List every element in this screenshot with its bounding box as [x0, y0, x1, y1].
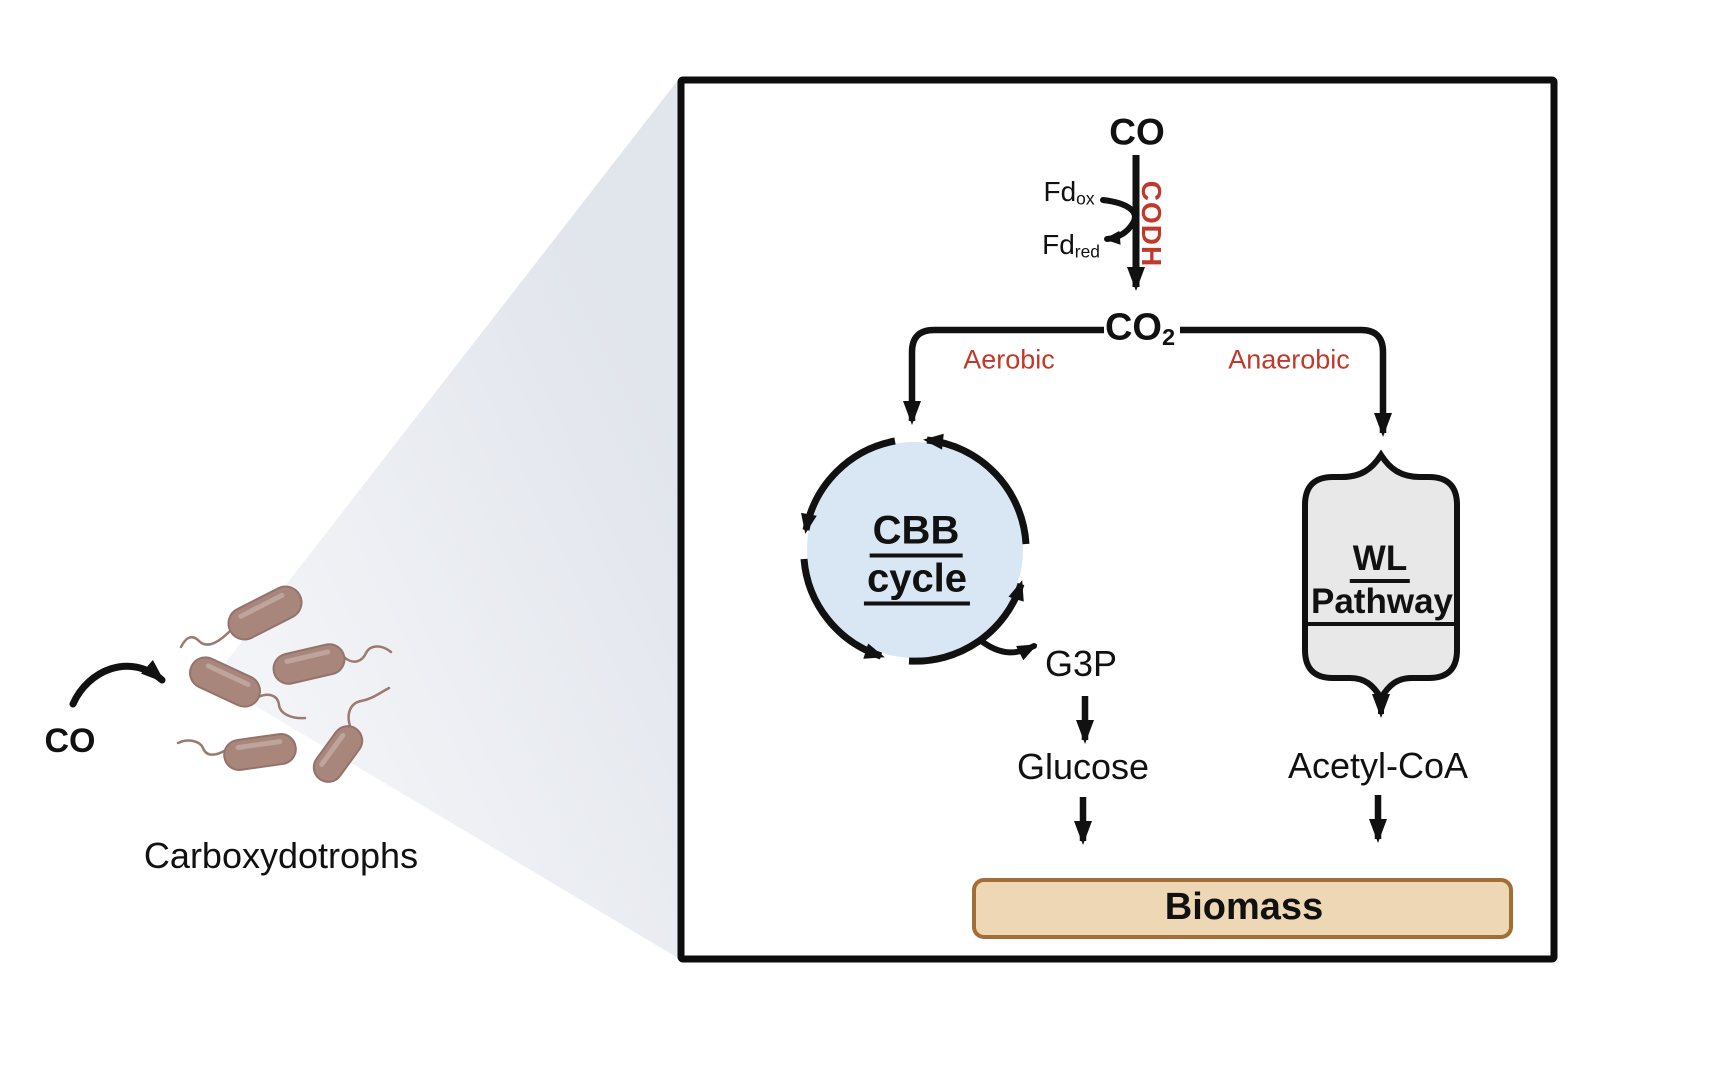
bacterium	[227, 585, 303, 641]
fd-ox-base: Fd	[1043, 175, 1077, 207]
panel-co-label: CO	[1109, 111, 1165, 153]
aerobic-branch-arrow	[903, 326, 1104, 425]
anaerobic-branch-arrow	[1180, 326, 1392, 437]
flagellum	[256, 693, 307, 720]
g3p-label: G3P	[1044, 643, 1118, 684]
wl-pathway-label-line2: Pathway	[1308, 584, 1456, 626]
fd-redox-arrow	[1100, 197, 1138, 245]
bacterium	[223, 733, 297, 771]
anaerobic-branch-label: Anaerobic	[1228, 344, 1350, 375]
fd-red-sub: red	[1074, 241, 1100, 262]
cbb-cycle-label-line1: CBB	[869, 511, 963, 558]
co2-base: CO	[1104, 306, 1162, 349]
co2-sub: 2	[1161, 323, 1176, 350]
bacteria-cluster	[176, 585, 393, 783]
cbb-to-g3p-arrow	[977, 637, 1038, 661]
zoom-beam	[212, 80, 678, 958]
flagellum	[342, 645, 393, 663]
bacterium	[272, 643, 346, 685]
cycle-arc	[923, 433, 1030, 545]
cbb-cycle-arrows	[800, 433, 1030, 665]
fd-ox-label: Fdox	[1043, 175, 1095, 209]
wl-pathway-label-line1: WL	[1349, 541, 1411, 583]
cbb-cycle-label-line2: cycle	[863, 559, 971, 606]
scene-co-label: CO	[44, 722, 96, 760]
co2-label: CO2	[1105, 309, 1175, 350]
glucose-label: Glucose	[1016, 746, 1150, 787]
aerobic-branch-label: Aerobic	[963, 344, 1055, 375]
co-to-bacteria-arrow	[69, 660, 166, 708]
bacterium	[189, 656, 261, 708]
panel-frame	[677, 76, 1558, 963]
fd-red-base: Fd	[1042, 228, 1075, 260]
biomass-label: Biomass	[1164, 886, 1324, 928]
fd-ox-sub: ox	[1076, 188, 1095, 209]
biomass-box	[972, 878, 1513, 939]
flagellum	[176, 739, 228, 756]
fd-red-label: Fdred	[1042, 228, 1100, 262]
flagellum	[347, 686, 391, 731]
flagellum	[179, 629, 232, 649]
organism-label: Carboxydotrophs	[143, 835, 419, 876]
cycle-arc	[801, 437, 896, 534]
codh-enzyme-label: CODH	[1136, 180, 1167, 268]
cycle-arc	[800, 558, 885, 660]
acetyl-coa-label: Acetyl-CoA	[1287, 745, 1469, 786]
